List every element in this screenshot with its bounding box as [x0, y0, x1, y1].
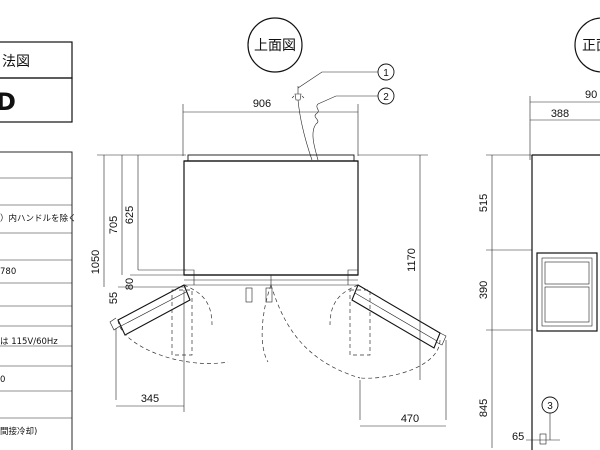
- callout-3: 3: [541, 396, 559, 440]
- right-door-swing: [270, 284, 447, 420]
- dim-55: 55: [108, 292, 120, 304]
- left-door-swing: [109, 284, 272, 400]
- svg-text:1: 1: [383, 68, 389, 79]
- svg-text:470: 470: [401, 413, 419, 425]
- svg-text:65: 65: [512, 431, 524, 443]
- spec-row-3: は 115V/60Hz: [0, 337, 58, 347]
- dim-90: 90: [585, 89, 597, 101]
- dim-345: 345: [116, 290, 185, 412]
- dim-390: 390: [478, 281, 490, 299]
- callout-1: 1: [297, 63, 395, 89]
- svg-text:上面図: 上面図: [254, 38, 296, 54]
- dim-906: 906: [253, 98, 271, 110]
- dim-width-906: 906: [182, 98, 359, 156]
- spec-table-title: 法図: [2, 54, 30, 70]
- callout-2: 2: [317, 87, 395, 105]
- top-view-title: 上面図: [247, 17, 303, 73]
- svg-text:345: 345: [141, 393, 159, 405]
- dim-705: 705: [108, 216, 120, 234]
- dim-vertical-left: 1050 705 625 80 55: [90, 154, 186, 304]
- spec-table: 法図 D ）内ハンドルを除く 780 は 115V/60Hz 0 間接冷却): [0, 41, 77, 450]
- dim-65: 65: [512, 431, 560, 445]
- dim-515: 515: [478, 194, 490, 212]
- spec-row-5: 間接冷却): [0, 426, 37, 437]
- dim-1050: 1050: [90, 250, 102, 274]
- dim-625: 625: [124, 206, 136, 224]
- front-view-dims: 90 388 515 390 845: [478, 89, 600, 448]
- cabinet-top-view: [183, 154, 359, 303]
- svg-text:3: 3: [547, 401, 553, 412]
- dim-80: 80: [124, 278, 136, 290]
- dim-470: 470: [360, 413, 446, 427]
- svg-text:2: 2: [383, 92, 389, 103]
- cabinet-front-view: [531, 154, 600, 450]
- dim-845: 845: [478, 399, 490, 417]
- spec-row-2: 780: [0, 267, 16, 277]
- dim-388: 388: [551, 108, 569, 120]
- dim-1170: 1170: [358, 154, 428, 380]
- power-cord: [291, 86, 319, 161]
- spec-row-1: ）内ハンドルを除く: [0, 213, 77, 224]
- svg-text:正面: 正面: [582, 38, 600, 54]
- spec-row-4: 0: [0, 375, 5, 385]
- model-name: D: [0, 88, 16, 116]
- front-view-title: 正面: [574, 17, 600, 73]
- svg-text:1170: 1170: [406, 248, 418, 272]
